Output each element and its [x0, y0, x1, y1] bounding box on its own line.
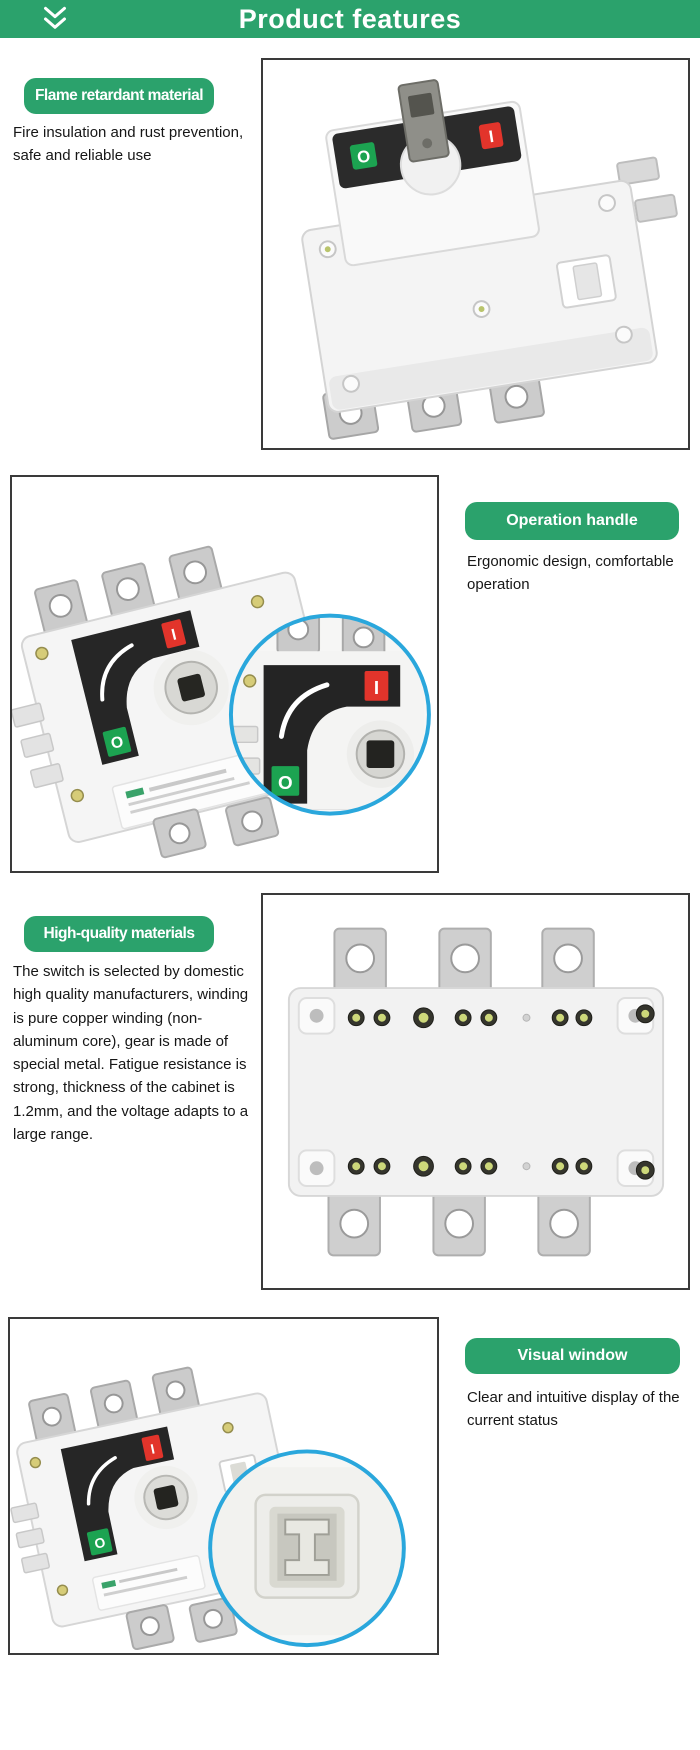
description-flame-retardant-material: Fire insulation and rust prevention, saf…: [13, 124, 244, 164]
feature-header: Product features: [0, 0, 700, 38]
control-panel: [60, 1426, 175, 1562]
control-panel: [71, 610, 200, 765]
handle-hub: [153, 649, 229, 726]
svg-text:I: I: [170, 626, 178, 644]
indicator-window: [556, 254, 617, 309]
off-indicator: O: [102, 726, 132, 757]
product-image-box-1: O I: [261, 58, 690, 450]
on-indicator: I: [141, 1434, 164, 1461]
product-image-box-3: [261, 893, 690, 1290]
switch-isometric-photo: O I: [301, 79, 678, 440]
zoom-inset-circle: [208, 1449, 406, 1648]
switch-photo-with-window-zoom: I O: [10, 1366, 406, 1651]
on-indicator-zoomed: I: [364, 671, 389, 701]
product-image-box-2: I O: [10, 475, 439, 873]
indicator-window-zoomed: [254, 1493, 360, 1599]
double-chevron-down-icon: [44, 6, 66, 29]
label-plate: [91, 1555, 206, 1611]
switch-angled-photo-with-handle-zoom: I O: [12, 545, 431, 859]
page-title: Product features: [238, 3, 462, 34]
on-indicator: I: [161, 619, 187, 649]
off-indicator-zoomed: O: [271, 766, 300, 796]
svg-text:O: O: [278, 772, 293, 793]
svg-text:O: O: [93, 1534, 107, 1552]
svg-text:O: O: [356, 146, 372, 167]
switch-rear-panel-photo: [287, 927, 665, 1257]
rotation-arrow: [100, 643, 134, 702]
off-indicator: O: [86, 1528, 113, 1556]
handle-shaft: [397, 79, 450, 163]
badge-visual-window: Visual window: [465, 1338, 680, 1374]
handle-hub: [134, 1465, 198, 1530]
description-visual-window: Clear and intuitive display of the curre…: [467, 1389, 680, 1429]
bolt-row-top: [347, 1004, 655, 1029]
svg-text:I: I: [374, 677, 379, 698]
svg-text:I: I: [487, 127, 495, 146]
badge-flame-retardant-material: Flame retardant material: [24, 78, 214, 114]
bolt-row-bottom: [347, 1155, 655, 1180]
description-operation-handle: Ergonomic design, comfortable operation: [467, 553, 674, 593]
badge-operation-handle: Operation handle: [465, 502, 679, 540]
product-image-box-4: I O: [8, 1317, 439, 1655]
off-indicator: O: [349, 142, 378, 170]
label-plate: [111, 748, 275, 830]
switch-back-body: [287, 987, 665, 1197]
svg-text:O: O: [109, 733, 125, 752]
badge-high-quality-materials: High-quality materials: [24, 916, 214, 952]
description-high-quality-materials: The switch is selected by domestic high …: [13, 963, 249, 1143]
on-indicator: I: [478, 122, 504, 150]
svg-text:I: I: [149, 1441, 156, 1457]
